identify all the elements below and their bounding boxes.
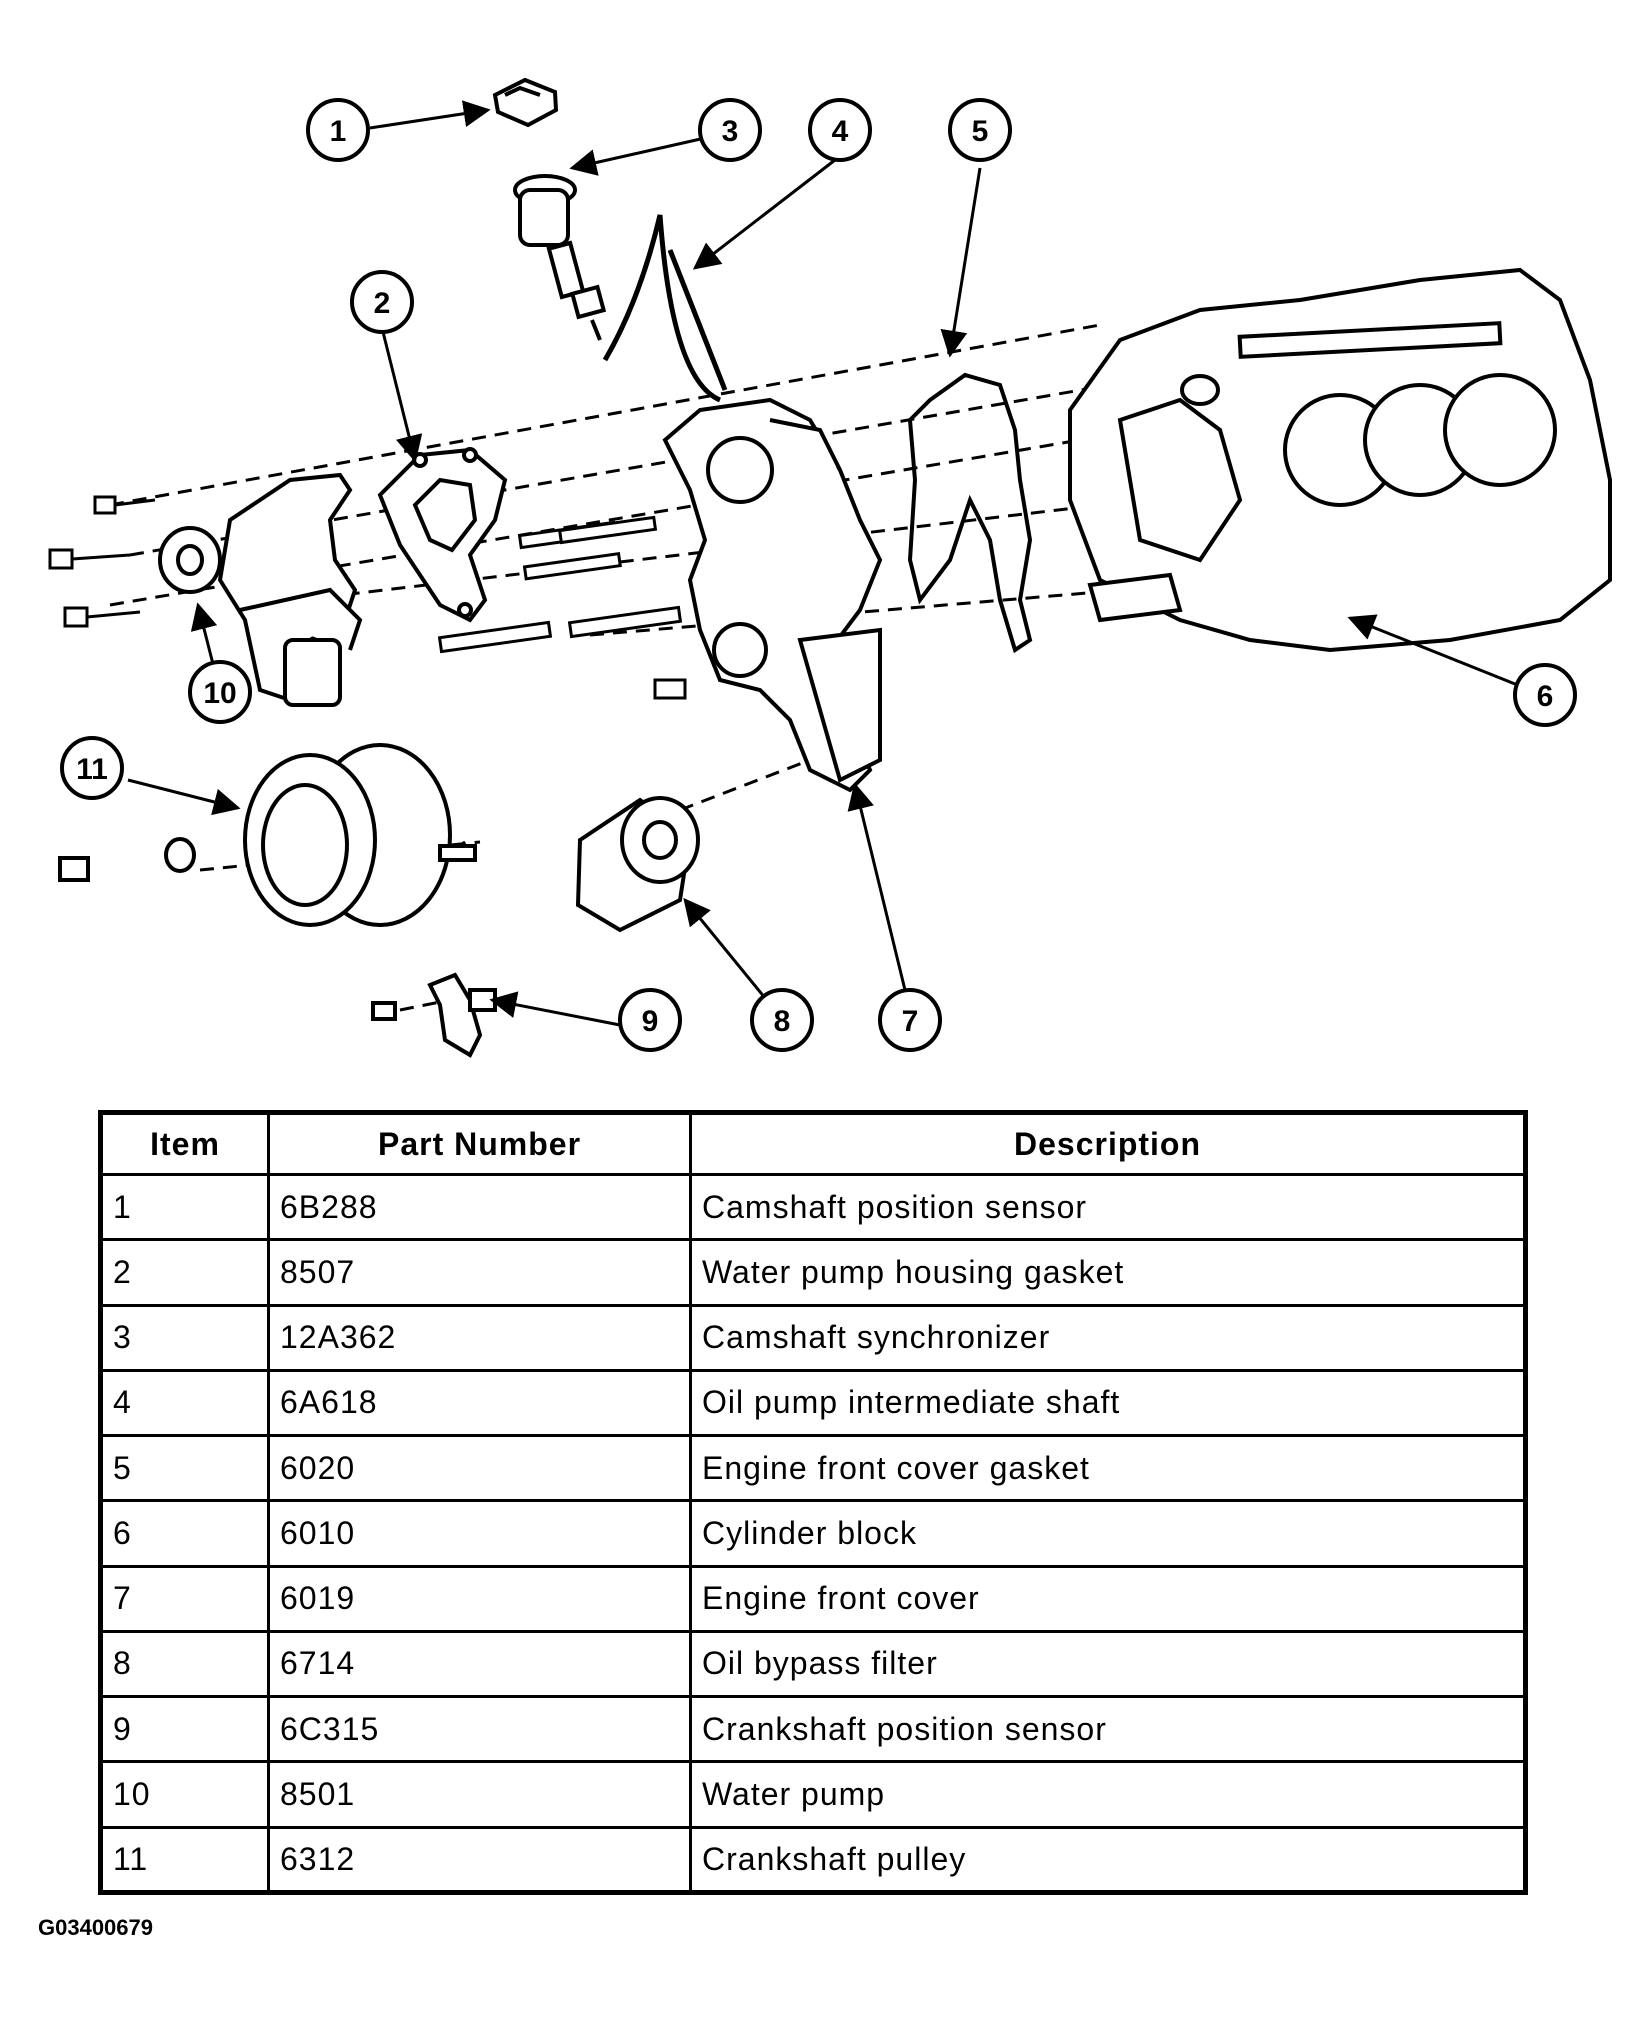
item-cell: 6 [99, 1499, 270, 1568]
header-description: Description [689, 1111, 1527, 1176]
callout-7: 7 [878, 988, 942, 1052]
svg-text:3: 3 [722, 115, 739, 148]
description-cell: Camshaft synchronizer [689, 1303, 1527, 1372]
cylinder-block-part [1068, 267, 1612, 653]
description-cell: Water pump [689, 1760, 1527, 1829]
description-cell: Engine front cover gasket [689, 1434, 1527, 1503]
description-cell: Camshaft position sensor [689, 1172, 1527, 1242]
part-number-cell: 6C315 [267, 1695, 692, 1764]
crankshaft-pulley-part [58, 743, 477, 927]
oil-bypass-filter-part [575, 796, 700, 933]
bolts-left [48, 495, 687, 700]
part-number-cell: 6714 [267, 1629, 692, 1699]
header-part-number: Part Number [267, 1111, 692, 1176]
leader-arrows [127, 100, 1526, 1027]
part-number-cell: 12A362 [267, 1303, 692, 1372]
part-number-cell: 6A618 [267, 1368, 692, 1438]
part-number-cell: 6B288 [267, 1172, 692, 1242]
camshaft-position-sensor-part [492, 77, 559, 128]
callout-2: 2 [350, 270, 414, 334]
item-cell: 8 [99, 1629, 270, 1699]
part-number-cell: 6019 [267, 1564, 692, 1633]
item-cell: 9 [99, 1695, 270, 1764]
item-cell: 5 [99, 1434, 270, 1503]
oil-pump-shaft-part [602, 214, 728, 403]
svg-text:7: 7 [902, 1005, 919, 1038]
part-number-cell: 6312 [267, 1825, 692, 1895]
description-cell: Engine front cover [689, 1564, 1527, 1633]
callout-4: 4 [808, 98, 872, 162]
item-cell: 11 [99, 1825, 270, 1895]
callout-6: 6 [1513, 663, 1577, 727]
svg-text:11: 11 [76, 753, 108, 786]
callout-11: 11 [60, 736, 124, 800]
description-cell: Oil bypass filter [689, 1629, 1527, 1699]
description-cell: Water pump housing gasket [689, 1238, 1527, 1307]
description-cell: Crankshaft position sensor [689, 1695, 1527, 1764]
callout-8: 8 [750, 988, 814, 1052]
crankshaft-position-sensor-part [371, 972, 497, 1058]
description-cell: Cylinder block [689, 1499, 1527, 1568]
svg-text:8: 8 [774, 1005, 791, 1038]
callout-5: 5 [948, 98, 1012, 162]
item-cell: 3 [99, 1303, 270, 1372]
svg-text:5: 5 [972, 115, 989, 148]
table-header-row: Item Part Number Description [99, 1111, 1527, 1176]
svg-text:1: 1 [330, 115, 347, 148]
camshaft-synchronizer-part [513, 174, 607, 341]
part-number-cell: 8507 [267, 1238, 692, 1307]
svg-text:6: 6 [1537, 680, 1554, 713]
item-cell: 4 [99, 1368, 270, 1438]
engine-front-cover-gasket-part [907, 372, 1033, 654]
item-cell: 10 [99, 1760, 270, 1829]
water-pump-housing-gasket-part [377, 447, 508, 623]
part-number-cell: 8501 [267, 1760, 692, 1829]
water-pump-part [158, 472, 363, 707]
callout-3: 3 [698, 98, 762, 162]
svg-text:9: 9 [642, 1005, 659, 1038]
callout-1: 1 [306, 98, 370, 162]
item-cell: 7 [99, 1564, 270, 1633]
description-cell: Oil pump intermediate shaft [689, 1368, 1527, 1438]
callout-10: 10 [188, 660, 252, 724]
part-number-cell: 6020 [267, 1434, 692, 1503]
exploded-engine-diagram: 1 2 3 4 5 6 7 8 9 10 11 [48, 77, 1612, 1058]
item-cell: 2 [99, 1238, 270, 1307]
engine-front-cover-part [662, 397, 883, 793]
figure-id: G03400679 [38, 1915, 153, 1940]
item-cell: 1 [99, 1172, 270, 1242]
svg-text:2: 2 [374, 287, 391, 320]
callout-9: 9 [618, 988, 682, 1052]
svg-text:10: 10 [203, 677, 236, 710]
header-item: Item [99, 1111, 270, 1176]
description-cell: Crankshaft pulley [689, 1825, 1527, 1895]
part-number-cell: 6010 [267, 1499, 692, 1568]
svg-text:4: 4 [832, 115, 849, 148]
